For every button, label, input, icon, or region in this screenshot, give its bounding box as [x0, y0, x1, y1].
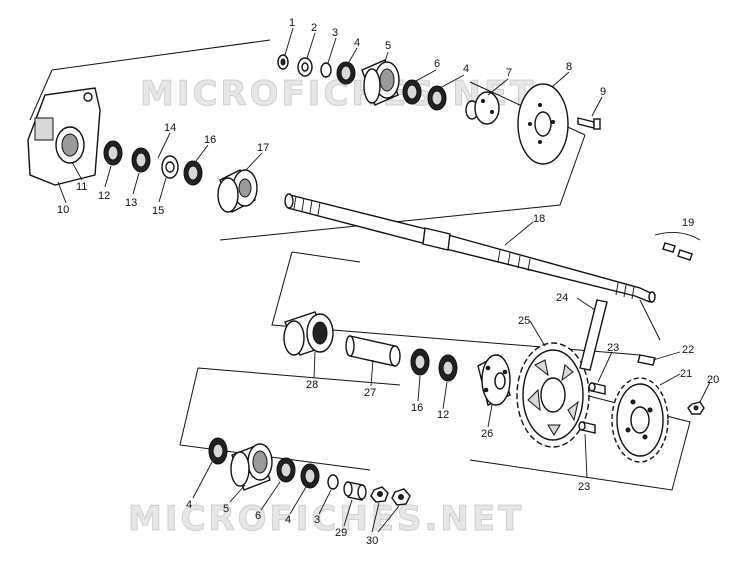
label-part-29: 29	[335, 527, 347, 539]
label-part-8: 8	[566, 61, 572, 73]
label-part-10: 10	[57, 204, 69, 216]
label-part-4-bottom-right: 4	[285, 514, 291, 526]
label-part-13: 13	[125, 197, 137, 209]
spacer-23-upper	[588, 382, 606, 395]
label-part-20: 20	[707, 374, 719, 386]
spacer-29	[343, 481, 367, 501]
frame-middle-assembly	[271, 251, 661, 356]
label-part-1: 1	[289, 17, 295, 29]
label-part-28: 28	[306, 379, 318, 391]
oring-3-bottom	[327, 474, 339, 490]
label-part-4-bottom-left: 4	[186, 499, 192, 511]
bearing-4b-top	[427, 85, 447, 111]
label-part-12: 12	[98, 190, 110, 202]
housing-17	[217, 169, 258, 213]
label-part-3-bottom: 3	[314, 514, 320, 526]
axle-shaft-18	[284, 193, 657, 303]
watermark-top: MICROFICHES.NET	[140, 74, 536, 114]
bearing-13	[131, 147, 151, 173]
bearing-6-top	[402, 79, 422, 105]
bearing-12-mid	[438, 354, 458, 382]
bearing-4-top	[336, 61, 356, 85]
chain-link-24	[579, 299, 608, 371]
sprocket-25	[516, 342, 590, 448]
label-part-11: 11	[76, 181, 87, 193]
label-part-30: 30	[366, 535, 378, 547]
leader-lines	[57, 27, 711, 533]
label-part-25: 25	[518, 315, 530, 327]
bearing-12-left	[103, 140, 123, 166]
bearing-16-mid	[410, 348, 430, 376]
seal-15	[161, 155, 179, 179]
label-part-16-mid: 16	[411, 402, 423, 414]
spacer-23-lower	[578, 421, 596, 434]
label-part-23-upper: 23	[607, 342, 619, 354]
bearing-4-bottom-left	[208, 437, 228, 465]
label-part-16: 16	[204, 134, 216, 146]
label-part-5: 5	[385, 40, 391, 52]
nut-20	[687, 401, 705, 415]
oring-3	[320, 62, 332, 78]
hub-7	[465, 91, 500, 125]
lock-22	[637, 354, 656, 366]
label-part-7: 7	[506, 67, 512, 79]
brake-caliper-10	[27, 87, 101, 186]
label-part-17: 17	[257, 142, 269, 154]
label-part-14: 14	[164, 122, 176, 134]
label-part-6: 6	[434, 58, 440, 70]
part-number-labels: 1 2 3 4 5 6 4 7 8 9 14 16 17 11 12 13 15…	[57, 17, 719, 547]
housing-5-bottom	[230, 443, 273, 491]
label-part-3: 3	[332, 27, 338, 39]
housing-5-top	[361, 59, 400, 106]
sprocket-hub-26	[477, 353, 511, 406]
bearing-6-bottom	[276, 457, 296, 483]
label-part-12-mid: 12	[437, 409, 449, 421]
bearing-16-left	[183, 160, 203, 186]
label-part-15: 15	[152, 205, 164, 217]
clip-19	[654, 231, 701, 261]
bearing-4-bottom-right	[300, 463, 320, 489]
label-part-4b: 4	[463, 63, 469, 75]
label-part-6-bottom: 6	[255, 510, 261, 522]
housing-28	[283, 311, 334, 356]
nut-30-b	[391, 488, 411, 506]
label-part-22: 22	[682, 344, 694, 356]
label-part-26: 26	[481, 428, 493, 440]
label-part-2: 2	[311, 22, 317, 34]
label-part-9: 9	[600, 86, 606, 98]
watermark-bottom: MICROFICHES.NET	[128, 499, 524, 539]
washer-1	[277, 54, 289, 70]
label-part-18: 18	[533, 213, 545, 225]
brake-disc-8	[517, 83, 569, 165]
label-part-19: 19	[682, 217, 694, 229]
label-part-27: 27	[364, 387, 376, 399]
sprocket-21	[611, 377, 669, 463]
sleeve-27	[345, 335, 401, 367]
label-part-5-bottom: 5	[223, 503, 229, 515]
label-part-23-lower: 23	[578, 481, 590, 493]
label-part-4: 4	[354, 37, 360, 49]
nut-30-a	[370, 486, 389, 503]
label-part-24: 24	[556, 292, 568, 304]
spacer-2	[297, 57, 313, 77]
label-part-21: 21	[680, 368, 692, 380]
bolt-9	[577, 117, 601, 130]
